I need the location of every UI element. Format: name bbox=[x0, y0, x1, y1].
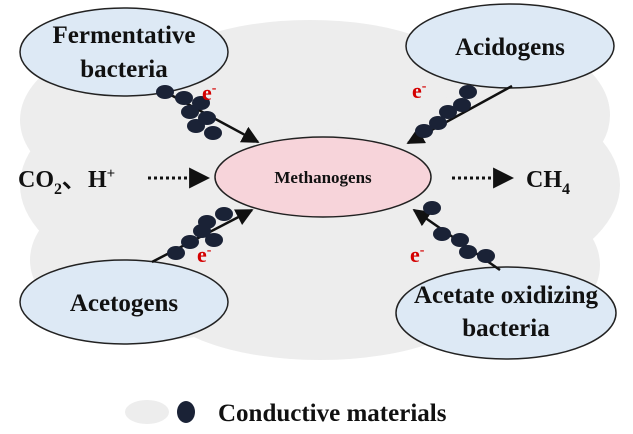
legend-cloud-swatch bbox=[125, 400, 169, 424]
node-fermentative-bacteria bbox=[19, 7, 229, 97]
electron-label-acidogens: e- bbox=[412, 78, 427, 103]
acetogens-label: Acetogens bbox=[70, 290, 179, 317]
particles-acetogens bbox=[167, 207, 233, 260]
node-acetate-oxidizing-bacteria bbox=[395, 266, 617, 360]
output-ch4-label: CH4 bbox=[526, 167, 570, 198]
particles-fermentative bbox=[156, 85, 222, 140]
acetate-label-line2: bacteria bbox=[462, 315, 550, 342]
legend-particle-icon bbox=[177, 401, 195, 423]
node-acetogens bbox=[19, 259, 229, 345]
particles-acidogens bbox=[415, 85, 477, 138]
fermentative-label-line2: bacteria bbox=[80, 56, 168, 83]
acidogens-label: Acidogens bbox=[455, 34, 565, 61]
electron-label-acetate: e- bbox=[410, 242, 425, 267]
node-methanogens bbox=[214, 136, 432, 218]
input-co2-h-label: CO2、H+ bbox=[18, 166, 115, 198]
fermentative-label-line1: Fermentative bbox=[53, 22, 196, 49]
acetate-label-line1: Acetate oxidizing bbox=[414, 282, 598, 309]
electron-label-fermentative: e- bbox=[202, 80, 217, 105]
legend-label: Conductive materials bbox=[218, 400, 447, 427]
methanogens-label: Methanogens bbox=[274, 168, 372, 187]
electron-label-acetogens: e- bbox=[197, 242, 212, 267]
particles-acetate bbox=[423, 201, 495, 263]
